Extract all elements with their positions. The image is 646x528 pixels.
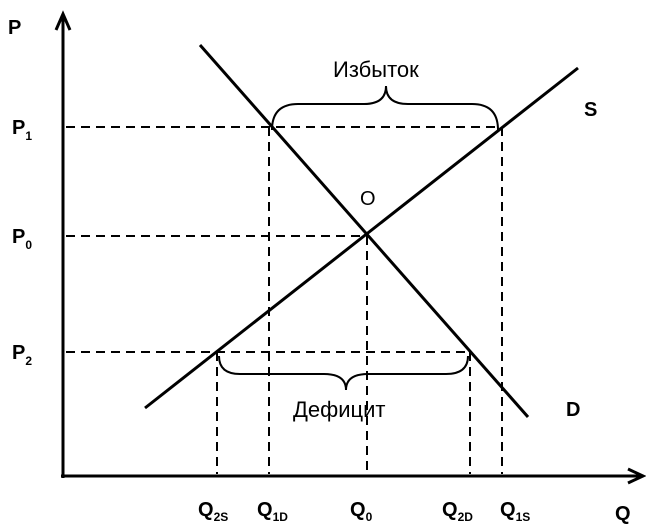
surplus-label: Избыток <box>333 57 419 82</box>
price-label-p0: P0 <box>12 226 32 252</box>
surplus-brace <box>271 85 499 131</box>
x-axis-label: Q <box>615 503 631 525</box>
y-axis-arrow <box>54 10 72 31</box>
price-label-p2: P2 <box>12 342 32 368</box>
x-axis-arrow <box>627 467 646 485</box>
demand-curve-label: D <box>566 399 580 421</box>
y-axis-label: P <box>8 17 21 39</box>
quantity-label-q0: Q0 <box>350 499 373 524</box>
price-label-p1: P1 <box>12 117 32 143</box>
quantity-label-q1s: Q1S <box>500 499 530 524</box>
quantity-label-q2d: Q2D <box>442 499 473 524</box>
supply-curve-label: S <box>584 99 597 121</box>
demand-curve <box>198 44 530 418</box>
deficit-brace <box>218 355 469 391</box>
quantity-label-q2s: Q2S <box>198 499 228 524</box>
deficit-label: Дефицит <box>293 397 386 422</box>
quantity-label-q1d: Q1D <box>257 499 288 524</box>
supply-curve <box>144 66 579 410</box>
equilibrium-label: O <box>360 188 376 210</box>
